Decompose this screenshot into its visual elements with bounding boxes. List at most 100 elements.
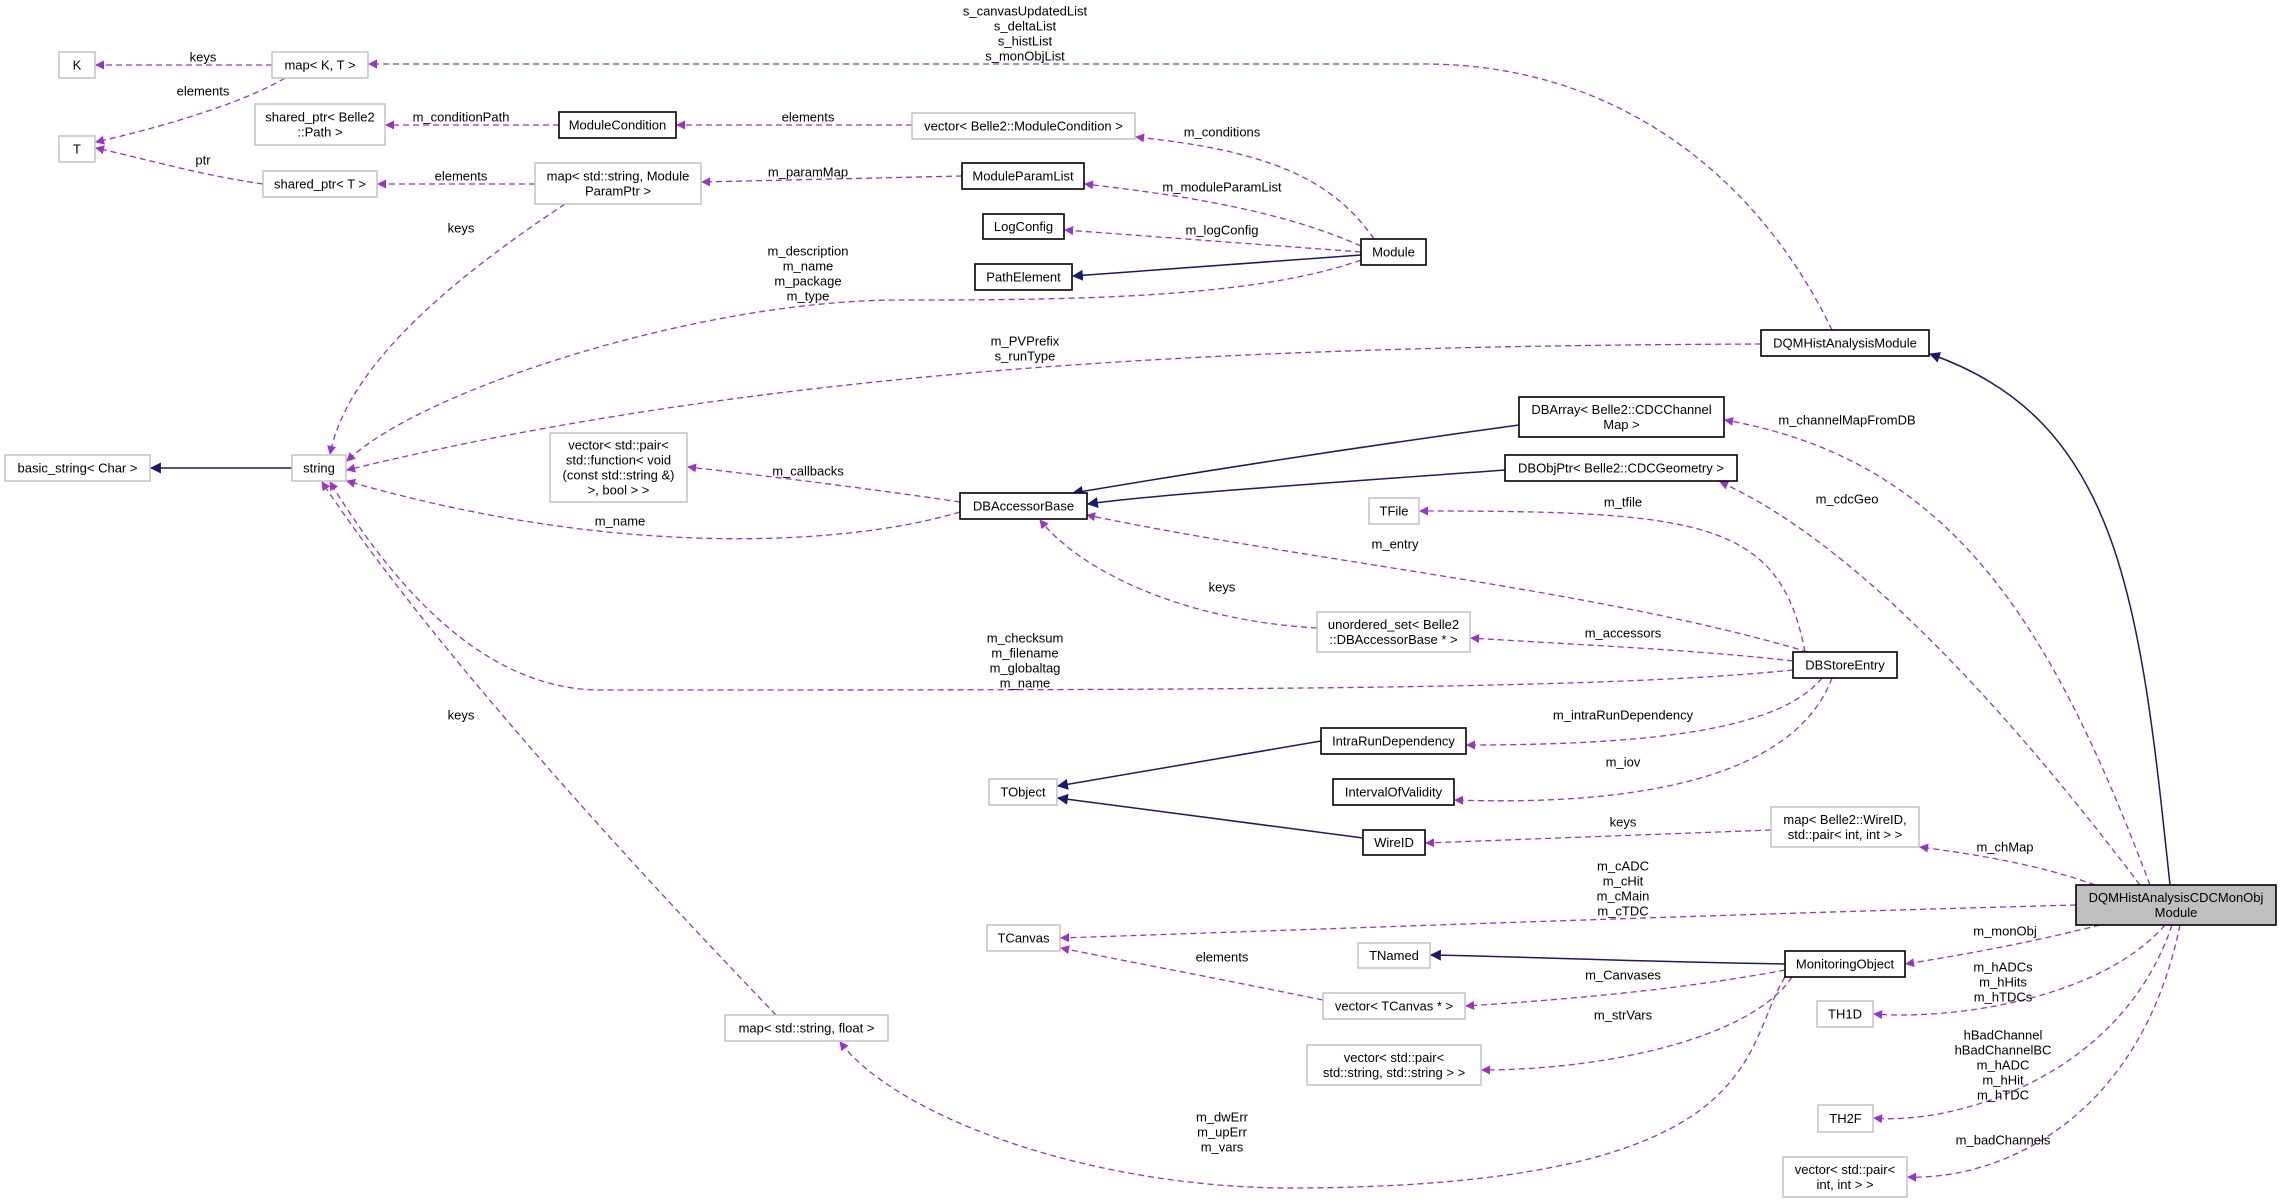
class-node-box: [1792, 651, 1898, 679]
class-node-dqm-hist-analysis-module[interactable]: DQMHistAnalysisModule: [1760, 329, 1930, 357]
class-node-vector-module-condition[interactable]: vector< Belle2::ModuleCondition >: [911, 112, 1136, 140]
edge-label-line: hBadChannelBC: [1955, 1043, 2052, 1058]
edge-label-monitoring-object-to-vector-tcanvas: m_Canvases: [1585, 968, 1661, 983]
class-node-module[interactable]: Module: [1360, 238, 1427, 266]
usage-edge-module-param-list-to-map-paramptr: [701, 175, 963, 187]
class-node-label: DBAccessorBase: [973, 499, 1074, 514]
edge-label-line: m_description: [768, 244, 849, 259]
edge-label-line: m_vars: [1201, 1140, 1244, 1155]
class-node-interval-of-validity[interactable]: IntervalOfValidity: [1332, 778, 1455, 806]
class-node-box: [724, 1014, 889, 1042]
edge-label-map-wireid-to-wire-id: keys: [1610, 815, 1637, 830]
usage-edge-db-store-entry-to-iov: [1454, 677, 1833, 805]
class-node-intra-run-dependency[interactable]: IntraRunDependency: [1320, 727, 1467, 755]
class-node-tfile[interactable]: TFile: [1368, 497, 1420, 525]
class-node-log-config[interactable]: LogConfig: [982, 213, 1065, 240]
class-node-unordered-set[interactable]: unordered_set< Belle2::DBAccessorBase * …: [1316, 611, 1471, 653]
usage-edge-map-paramptr-to-string: [327, 203, 566, 455]
class-node-map-kt[interactable]: map< K, T >: [271, 51, 369, 79]
class-node-db-obj-ptr[interactable]: DBObjPtr< Belle2::CDCGeometry >: [1504, 454, 1738, 482]
edge-label-line: m_iov: [1606, 755, 1641, 770]
class-node-module-condition[interactable]: ModuleCondition: [558, 111, 677, 139]
edge-label-line: m_strVars: [1594, 1008, 1653, 1023]
class-node-wire-id[interactable]: WireID: [1362, 829, 1426, 856]
class-node-tobject[interactable]: TObject: [988, 778, 1058, 806]
edge-label-line: keys: [448, 708, 475, 723]
edge-label-line: m_package: [774, 274, 841, 289]
class-node-tcanvas[interactable]: TCanvas: [986, 924, 1061, 952]
class-node-box: [1760, 329, 1930, 357]
class-node-label: int, int > >: [1816, 1177, 1873, 1192]
class-node-box: [961, 162, 1085, 190]
edge-label-line: m_PVPrefix: [991, 334, 1060, 349]
class-node-label: Module: [2155, 905, 2198, 920]
edge-label-line: elements: [782, 110, 835, 125]
edge-label-module-to-module-param-list: m_moduleParamList: [1162, 180, 1282, 195]
class-node-vector-pair-function[interactable]: vector< std::pair<std::function< void(co…: [549, 432, 688, 503]
edge-label-db-store-entry-to-unordered-set: m_accessors: [1585, 626, 1662, 641]
edge-label-line: m_dwErr: [1196, 1110, 1249, 1125]
class-node-path-element[interactable]: PathElement: [974, 263, 1073, 291]
edge-label-line: s_histList: [998, 34, 1053, 49]
class-node-module-param-list[interactable]: ModuleParamList: [961, 162, 1085, 190]
edge-label-line: ptr: [195, 153, 211, 168]
usage-edge-module-to-vector-condition: [1135, 133, 1375, 240]
usage-edge-dqm-hist-to-map-kt: [368, 59, 1833, 331]
edge-label-vector-tcanvas-to-tcanvas: elements: [1196, 950, 1249, 965]
class-node-vector-pair-string[interactable]: vector< std::pair<std::string, std::stri…: [1306, 1044, 1482, 1086]
class-node-label: ParamPtr >: [585, 184, 651, 199]
class-node-shared-ptr-path[interactable]: shared_ptr< Belle2::Path >: [254, 103, 386, 146]
class-node-box: [1322, 992, 1466, 1020]
class-node-th1d[interactable]: TH1D: [1816, 1000, 1874, 1028]
class-node-box: [1784, 950, 1906, 978]
inheritance-edge-module-to-path-element: [1071, 254, 1362, 281]
edge-label-line: m_hHit: [1982, 1073, 2024, 1088]
edge-label-map-kt-to-t: elements: [177, 84, 230, 99]
class-node-label: T: [73, 142, 81, 157]
class-node-box: [1817, 1104, 1874, 1133]
class-node-k[interactable]: K: [58, 51, 96, 79]
edge-label-line: m_Canvases: [1585, 968, 1661, 983]
edge-label-line: m_name: [783, 259, 834, 274]
class-node-th2f[interactable]: TH2F: [1817, 1104, 1874, 1133]
class-node-t[interactable]: T: [58, 135, 96, 163]
class-node-label: vector< TCanvas * >: [1335, 999, 1453, 1014]
edge-label-line: m_entry: [1372, 537, 1419, 552]
edge-label-map-paramptr-to-string: keys: [448, 221, 475, 236]
class-node-label: vector< std::pair<: [1344, 1050, 1444, 1065]
class-node-label: vector< std::pair<: [1795, 1162, 1895, 1177]
class-node-vector-tcanvas[interactable]: vector< TCanvas * >: [1322, 992, 1466, 1020]
class-node-label: shared_ptr< T >: [274, 177, 366, 192]
class-node-map-string-float[interactable]: map< std::string, float >: [724, 1014, 889, 1042]
edge-label-db-store-entry-to-intra-run: m_intraRunDependency: [1553, 708, 1694, 723]
edge-label-map-paramptr-to-shared-ptr-t: elements: [435, 169, 488, 184]
class-node-shared-ptr-t[interactable]: shared_ptr< T >: [262, 170, 378, 198]
class-node-db-accessor-base[interactable]: DBAccessorBase: [959, 492, 1088, 520]
edge-label-shared-ptr-t-to-t: ptr: [195, 153, 211, 168]
edge-label-line: s_canvasUpdatedList: [963, 4, 1088, 19]
class-node-monitoring-object[interactable]: MonitoringObject: [1784, 950, 1906, 978]
class-node-vector-pair-int[interactable]: vector< std::pair<int, int > >: [1782, 1156, 1908, 1198]
class-node-label: vector< Belle2::ModuleCondition >: [924, 119, 1123, 134]
class-node-label: PathElement: [986, 270, 1061, 285]
class-node-map-wireid[interactable]: map< Belle2::WireID,std::pair< int, int …: [1770, 806, 1920, 848]
usage-edge-db-accessor-to-vector-function: [687, 463, 961, 503]
class-node-label: ModuleCondition: [569, 118, 667, 133]
usage-edge-cdc-to-th2f: [1873, 924, 2173, 1124]
class-node-basic-string[interactable]: basic_string< Char >: [4, 454, 151, 482]
class-node-label: vector< std::pair<: [568, 438, 668, 453]
edge-label-line: m_hHits: [1979, 975, 2027, 990]
edge-label-line: m_globaltag: [990, 661, 1061, 676]
class-node-box: [1782, 1156, 1908, 1198]
edge-label-line: s_monObjList: [985, 49, 1065, 64]
edge-label-line: s_runType: [995, 349, 1056, 364]
class-node-db-store-entry[interactable]: DBStoreEntry: [1792, 651, 1898, 679]
class-node-tnamed[interactable]: TNamed: [1357, 942, 1431, 969]
class-node-string[interactable]: string: [291, 454, 347, 482]
edge-label-line: hBadChannel: [1964, 1028, 2043, 1043]
